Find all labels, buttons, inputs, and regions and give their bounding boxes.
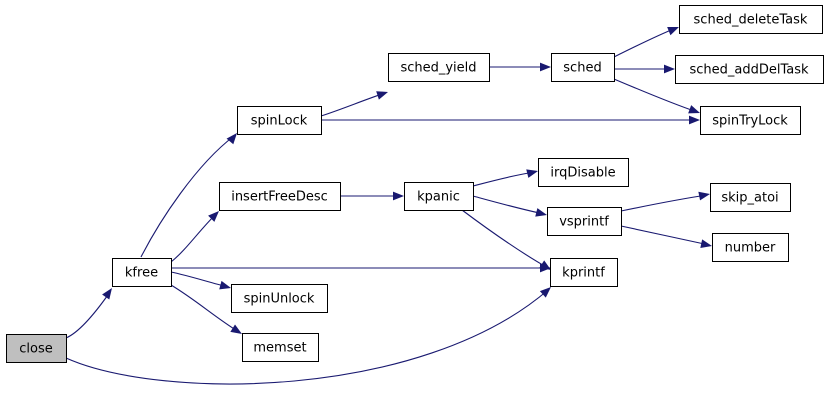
- edge-kfree-to-kprintf: [171, 263, 551, 273]
- edge-line: [613, 27, 677, 58]
- arrowhead-icon: [393, 191, 404, 201]
- node-sched_addDelTask[interactable]: sched_addDelTask: [675, 55, 824, 84]
- arrowhead-icon: [689, 115, 700, 125]
- edge-sched-to-sched_deleteTask: [613, 27, 679, 58]
- arrowhead-icon: [219, 280, 231, 290]
- edge-close-to-kprintf: [65, 287, 551, 385]
- edge-sched-to-sched_addDelTask: [614, 64, 675, 74]
- node-box[interactable]: [237, 106, 322, 135]
- edge-kpanic-to-vsprintf: [472, 195, 547, 217]
- arrowhead-icon: [664, 64, 675, 74]
- edge-sched_yield-to-sched: [489, 62, 551, 72]
- node-insertFreeDesc[interactable]: insertFreeDesc: [219, 182, 341, 211]
- arrowhead-icon: [208, 211, 219, 222]
- edge-kfree-to-memset: [170, 284, 242, 334]
- node-box[interactable]: [712, 233, 789, 262]
- node-box[interactable]: [547, 207, 622, 236]
- node-spinUnlock[interactable]: spinUnlock: [231, 284, 328, 313]
- edge-line: [620, 225, 710, 246]
- node-spinLock[interactable]: spinLock: [237, 106, 322, 135]
- node-close[interactable]: close: [6, 334, 67, 363]
- edge-line: [170, 271, 229, 288]
- arrowhead-icon: [535, 208, 547, 217]
- edge-kfree-to-insertFreeDesc: [170, 211, 219, 263]
- edge-vsprintf-to-skip_atoi: [620, 191, 710, 212]
- node-sched_deleteTask[interactable]: sched_deleteTask: [679, 5, 823, 34]
- edge-line: [170, 284, 240, 333]
- edges-layer: [65, 27, 712, 385]
- edge-line: [65, 291, 111, 339]
- edge-spinLock-to-sched_yield: [320, 91, 388, 117]
- node-box[interactable]: [550, 258, 618, 287]
- nodes-layer: close kfree spinLock insertFreeDesc spinUnlo…: [6, 5, 824, 363]
- node-sched_yield[interactable]: sched_yield: [388, 53, 490, 82]
- edge-insertFreeDesc-to-kpanic: [340, 191, 404, 201]
- arrowhead-icon: [688, 105, 700, 114]
- edge-sched-to-spinTryLock: [613, 78, 700, 114]
- node-box[interactable]: [710, 183, 791, 212]
- node-box[interactable]: [700, 106, 801, 135]
- node-vsprintf[interactable]: vsprintf: [547, 207, 622, 236]
- node-box[interactable]: [404, 182, 474, 211]
- node-kprintf[interactable]: kprintf: [550, 258, 618, 287]
- edge-line: [170, 213, 217, 263]
- node-sched[interactable]: sched: [551, 53, 615, 82]
- node-irqDisable[interactable]: irqDisable: [538, 158, 629, 187]
- node-box[interactable]: [388, 53, 490, 82]
- edge-line: [140, 135, 235, 258]
- edge-line: [472, 171, 536, 187]
- node-box[interactable]: [6, 334, 67, 363]
- arrowhead-icon: [539, 287, 551, 298]
- node-box[interactable]: [675, 55, 824, 84]
- edge-kpanic-to-kprintf: [461, 209, 551, 270]
- edge-spinLock-to-spinTryLock: [321, 115, 700, 125]
- node-box[interactable]: [551, 53, 615, 82]
- edge-line: [320, 92, 386, 117]
- arrowhead-icon: [102, 288, 112, 300]
- edge-kfree-to-spinUnlock: [170, 271, 231, 290]
- arrowhead-icon: [230, 324, 242, 334]
- arrowhead-icon: [539, 260, 551, 270]
- node-number[interactable]: number: [712, 233, 789, 262]
- arrowhead-icon: [226, 133, 237, 145]
- arrowhead-icon: [376, 91, 388, 100]
- arrowhead-icon: [667, 27, 679, 36]
- edge-line: [620, 194, 708, 212]
- node-spinTryLock[interactable]: spinTryLock: [700, 106, 801, 135]
- edge-close-to-kfree: [65, 288, 112, 339]
- edge-line: [613, 78, 698, 113]
- arrowhead-icon: [698, 191, 710, 201]
- edge-kfree-to-spinLock: [140, 133, 237, 258]
- node-box[interactable]: [242, 333, 319, 362]
- arrowhead-icon: [540, 62, 551, 72]
- node-box[interactable]: [231, 284, 328, 313]
- node-box[interactable]: [679, 5, 823, 34]
- edge-kpanic-to-irqDisable: [472, 169, 538, 187]
- edge-line: [65, 289, 549, 385]
- node-kpanic[interactable]: kpanic: [404, 182, 474, 211]
- node-skip_atoi[interactable]: skip_atoi: [710, 183, 791, 212]
- node-box[interactable]: [219, 182, 341, 211]
- arrowhead-icon: [526, 169, 538, 178]
- edge-line: [461, 209, 549, 269]
- edge-line: [472, 195, 545, 215]
- arrowhead-icon: [700, 239, 712, 249]
- node-box[interactable]: [538, 158, 629, 187]
- node-kfree[interactable]: kfree: [112, 258, 172, 287]
- node-box[interactable]: [112, 258, 172, 287]
- node-memset[interactable]: memset: [242, 333, 319, 362]
- edge-vsprintf-to-number: [620, 225, 712, 249]
